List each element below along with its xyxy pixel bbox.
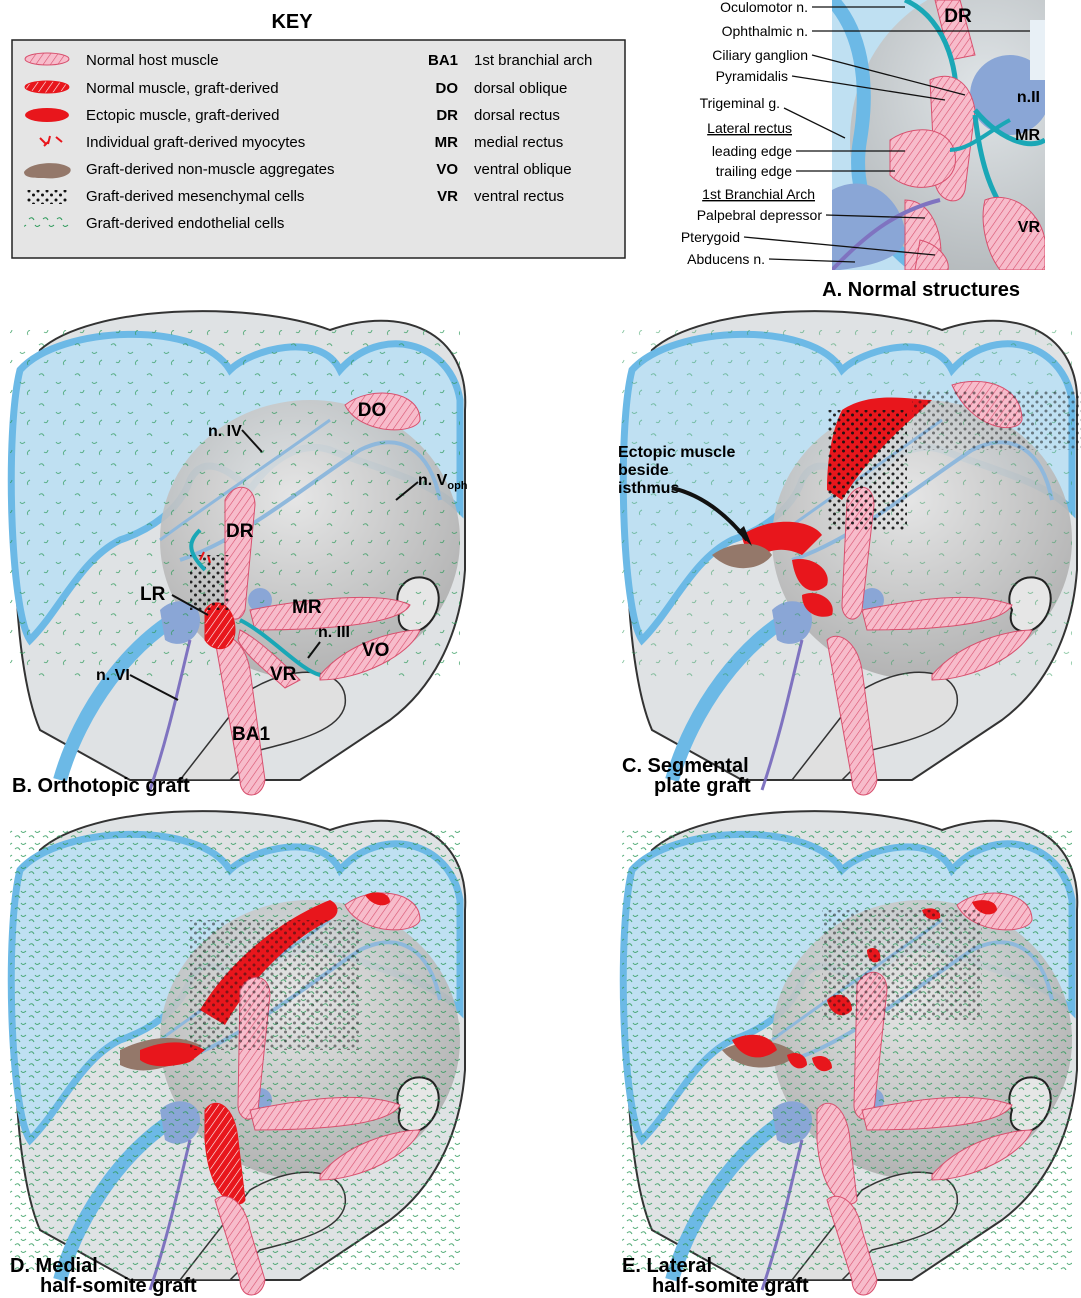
- panel-e-title-line1: E. Lateral: [622, 1255, 712, 1277]
- key-abbr-meaning: dorsal oblique: [474, 80, 567, 97]
- key-abbr: MR: [435, 134, 458, 151]
- label-trailing-edge: trailing edge: [716, 163, 792, 179]
- label-branchial-arch: 1st Branchial Arch: [702, 186, 815, 202]
- label-palpebral: Palpebral depressor: [697, 207, 823, 223]
- host-muscle-swatch: [25, 53, 69, 65]
- key-item-label: Normal host muscle: [86, 52, 219, 69]
- key-item-label: Normal muscle, graft-derived: [86, 80, 279, 97]
- panel-b-title: B. Orthotopic graft: [12, 775, 190, 797]
- panel-a-title: A. Normal structures: [822, 279, 1020, 301]
- key-item-label: Ectopic muscle, graft-derived: [86, 107, 279, 124]
- key-abbr: VO: [436, 161, 458, 178]
- label-pterygoid: Pterygoid: [681, 229, 740, 245]
- panel-c-annotation-line1: Ectopic muscle: [618, 444, 735, 461]
- panel-a-n2: n.II: [1017, 89, 1040, 106]
- panel-b: DO n. IV n. Voph DR LR MR n. III VO VR n…: [10, 311, 468, 797]
- panel-e: E. Lateral half-somite graft: [622, 811, 1077, 1297]
- key-item-label: Graft-derived mesenchymal cells: [86, 188, 304, 205]
- label-abducens: Abducens n.: [687, 251, 765, 267]
- panel-b-n3: n. III: [318, 624, 350, 641]
- label-leading-edge: leading edge: [712, 143, 792, 159]
- panel-c-title-line2: plate graft: [654, 775, 751, 797]
- key-item-label: Graft-derived non-muscle aggregates: [86, 161, 334, 178]
- label-oculomotor: Oculomotor n.: [720, 0, 808, 15]
- mesenchymal-swatch: [26, 190, 68, 204]
- panel-d-title-line1: D. Medial: [10, 1255, 98, 1277]
- key-abbr-meaning: dorsal rectus: [474, 107, 560, 124]
- panel-d: D. Medial half-somite graft: [10, 811, 465, 1297]
- key-item-label: Individual graft-derived myocytes: [86, 134, 305, 151]
- key-abbr: DO: [436, 80, 459, 97]
- panel-c-annotation-line3: isthmus: [618, 480, 679, 497]
- panel-e-title-line2: half-somite graft: [652, 1275, 809, 1297]
- panel-b-do: DO: [358, 400, 387, 421]
- panel-a-vr: VR: [1018, 219, 1041, 236]
- panel-b-n4: n. IV: [208, 423, 242, 440]
- key-title: KEY: [271, 11, 313, 33]
- key-abbr: VR: [437, 188, 458, 205]
- panel-b-vo: VO: [362, 640, 389, 661]
- key-abbr-meaning: ventral rectus: [474, 188, 564, 205]
- panel-a: DR n.II MR VR Oculomotor n. Ophthalmic n…: [681, 0, 1081, 301]
- graft-muscle-swatch: [25, 81, 69, 93]
- endothelial-swatch: [24, 215, 70, 229]
- ectopic-muscle-swatch: [25, 108, 69, 122]
- label-ciliary: Ciliary ganglion: [712, 47, 808, 63]
- panel-c-title-line1: C. Segmental: [622, 755, 749, 777]
- panel-a-drawing: [832, 0, 1081, 300]
- panel-a-dr: DR: [944, 6, 972, 27]
- key-abbr-meaning: ventral oblique: [474, 161, 572, 178]
- key-item-label: Graft-derived endothelial cells: [86, 215, 284, 232]
- panel-a-mr: MR: [1015, 127, 1040, 144]
- panel-b-dr: DR: [226, 521, 254, 542]
- key-abbr-meaning: 1st branchial arch: [474, 52, 592, 69]
- panel-b-ba1: BA1: [232, 724, 270, 745]
- key-abbr: BA1: [428, 52, 458, 69]
- label-lateral-rectus: Lateral rectus: [707, 120, 792, 136]
- key-abbr-meaning: medial rectus: [474, 134, 563, 151]
- panel-b-vr: VR: [270, 664, 297, 685]
- panel-c-annotation-line2: beside: [618, 462, 669, 479]
- panel-b-n6: n. VI: [96, 667, 130, 684]
- panel-c: Ectopic muscle beside isthmus C. Segment…: [618, 311, 1081, 797]
- label-trigeminal: Trigeminal g.: [700, 95, 780, 111]
- key: KEY Normal host muscle Normal muscle, gr…: [12, 11, 625, 258]
- panel-d-title-line2: half-somite graft: [40, 1275, 197, 1297]
- key-abbr: DR: [436, 107, 458, 124]
- panel-b-lr: LR: [140, 584, 166, 605]
- panel-b-mr: MR: [292, 597, 322, 618]
- label-pyramidalis: Pyramidalis: [716, 68, 788, 84]
- label-ophthalmic: Ophthalmic n.: [722, 23, 808, 39]
